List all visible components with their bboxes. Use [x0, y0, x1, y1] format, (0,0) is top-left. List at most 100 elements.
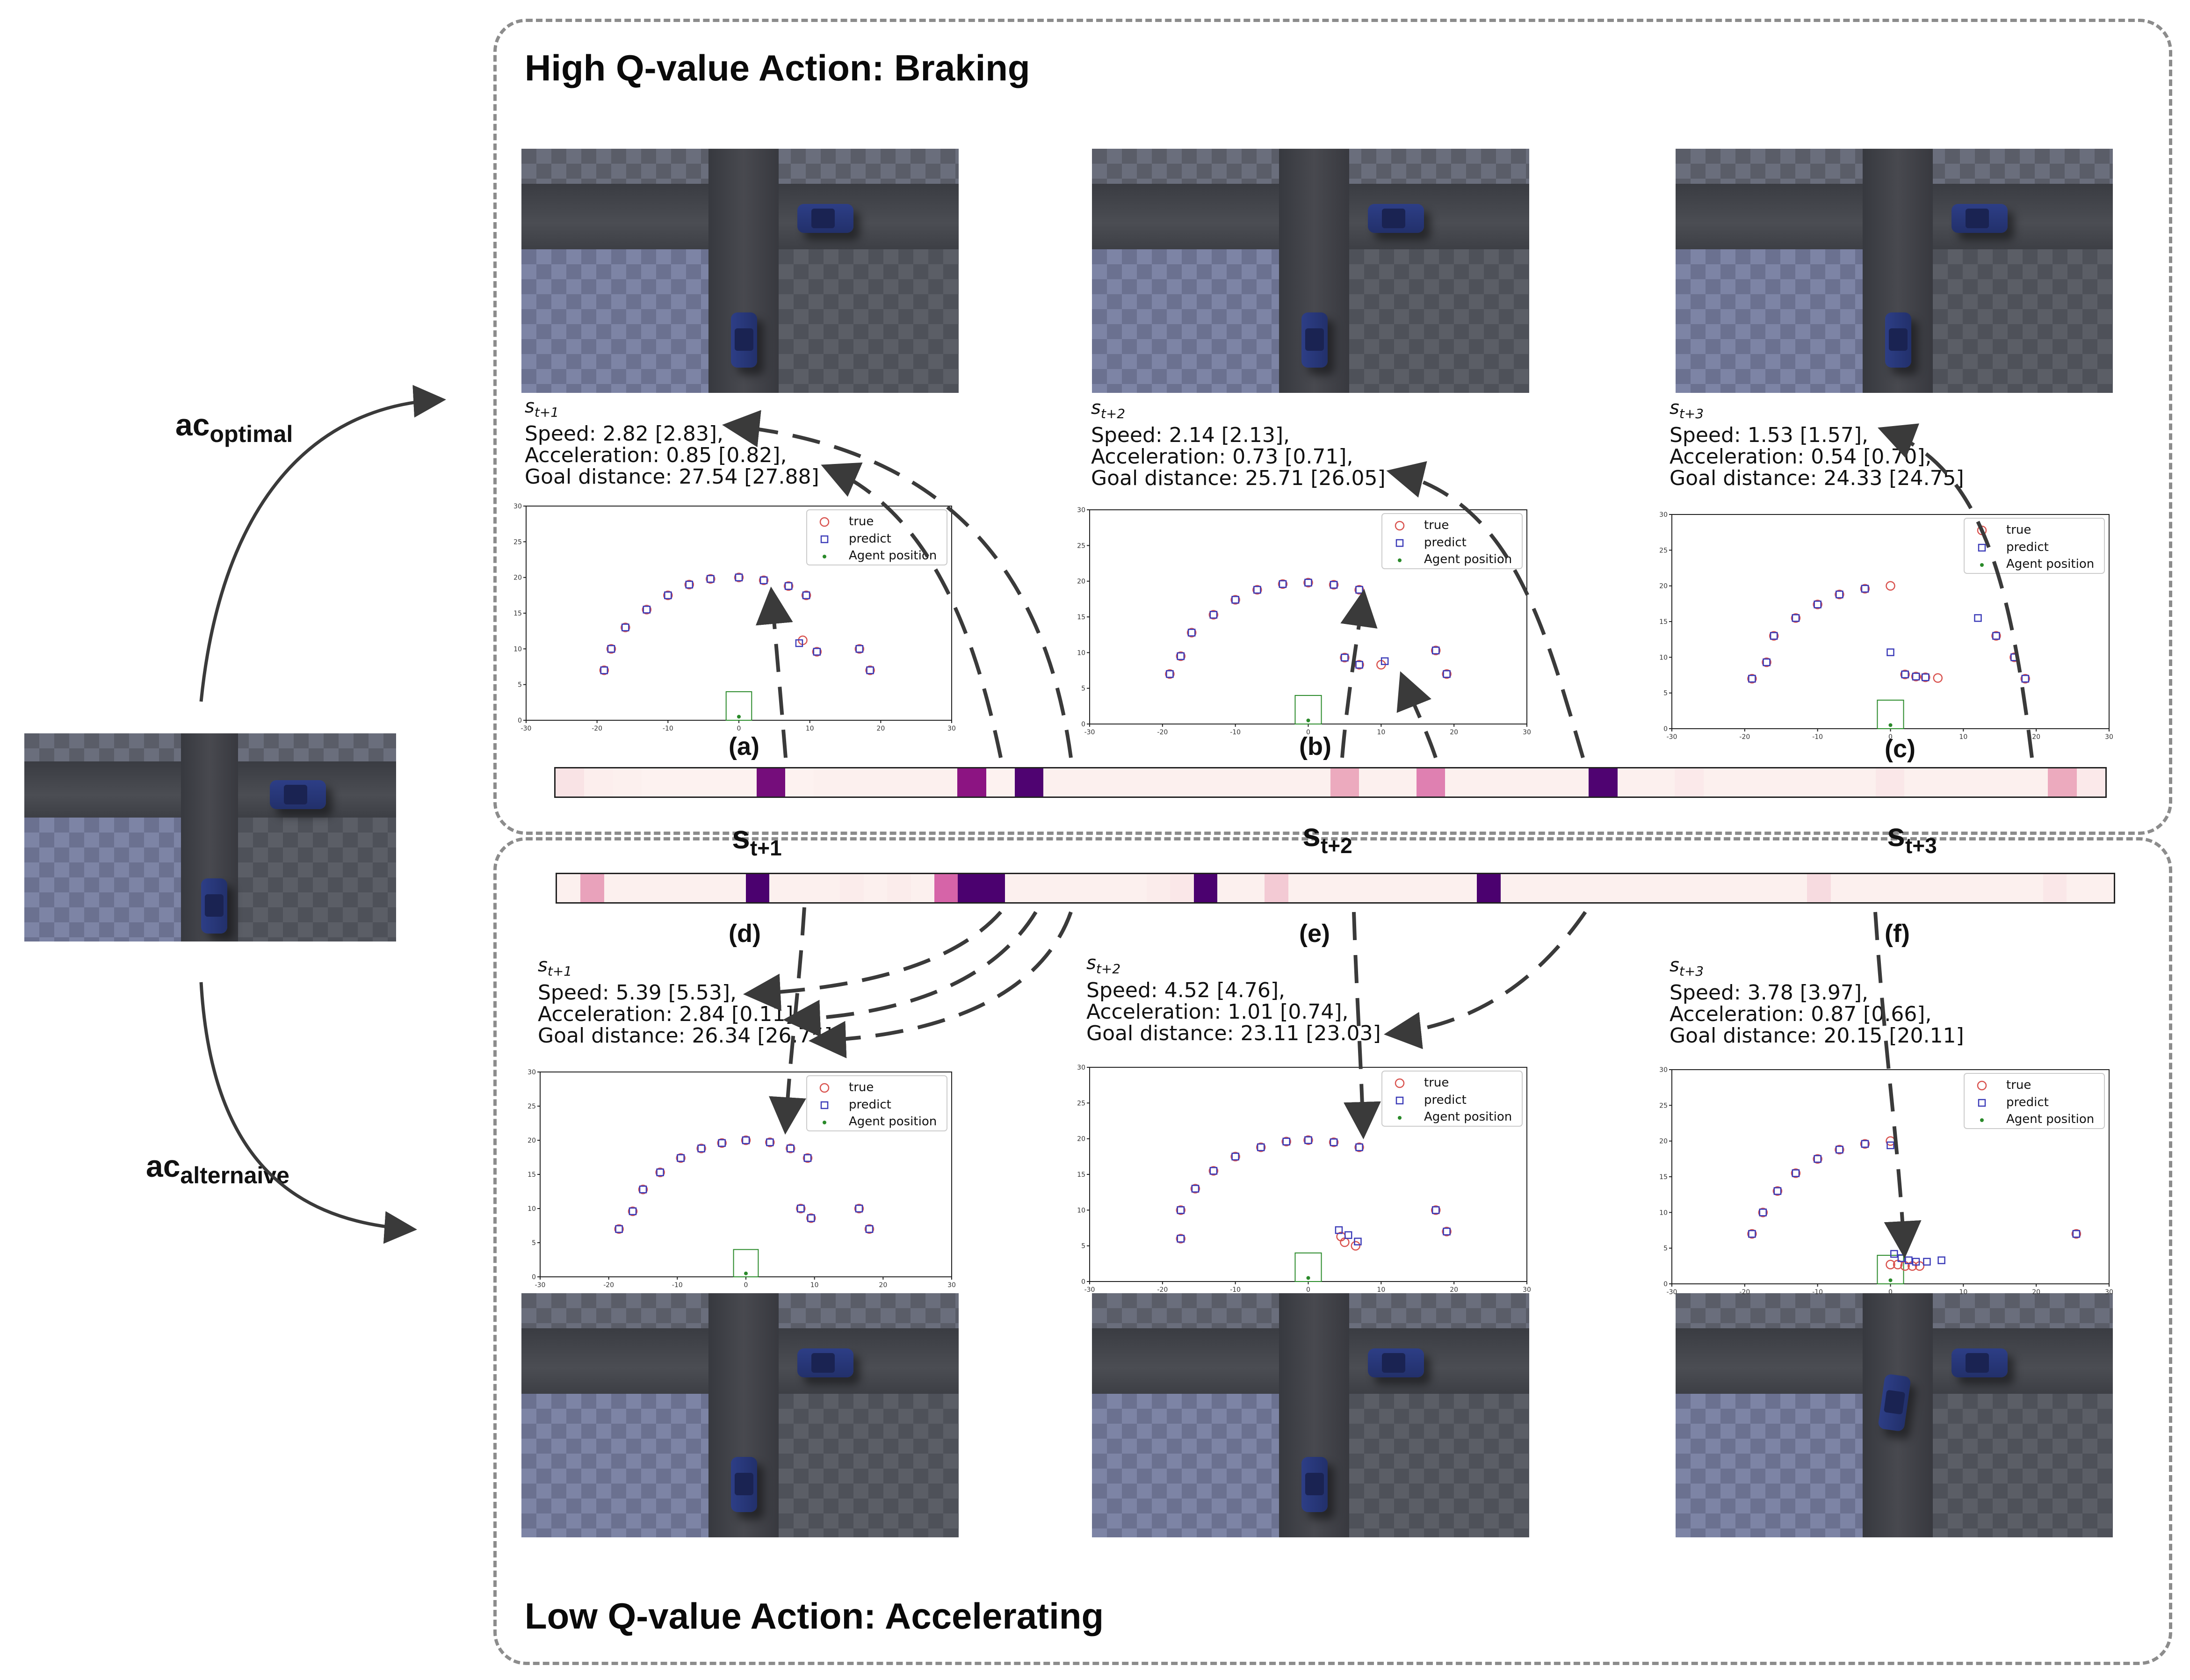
agent-box [725, 691, 752, 721]
true-point [1303, 1135, 1313, 1145]
predict-point [797, 1204, 805, 1213]
x-tick-label: -30 [1667, 733, 1677, 741]
attention-cell [1524, 874, 1548, 902]
predict-point [1257, 1143, 1265, 1151]
attention-cell [613, 768, 642, 797]
acceleration-value: Acceleration: 0.73 [0.71], [1091, 445, 1353, 469]
attention-cell [1123, 874, 1147, 902]
legend-label-agent: Agent position [1424, 1110, 1512, 1124]
y-tick-label: 20 [513, 574, 522, 582]
dashed-arrow [1396, 671, 1438, 759]
true-point [1176, 1234, 1186, 1244]
y-tick-label: 25 [528, 1103, 536, 1110]
predict-point [803, 1154, 812, 1162]
true-point [1886, 581, 1895, 591]
true-point [1758, 1208, 1768, 1217]
attention-cell [1618, 874, 1642, 902]
checker-tile [1676, 1394, 1863, 1537]
attention-cell [1146, 874, 1171, 902]
y-tick-label: 15 [513, 610, 522, 617]
predict-point [718, 1139, 726, 1147]
true-point [1186, 628, 1197, 637]
scene-image-d [521, 1293, 959, 1537]
attention-cell [1453, 874, 1477, 902]
attention-cell [1158, 768, 1187, 797]
high-q-title: High Q-value Action: Braking [525, 47, 1030, 88]
predict-point [759, 576, 768, 585]
state-subscript: t+3 [1679, 963, 1704, 979]
state-symbol: s [1670, 397, 1679, 419]
attention-cell [1215, 768, 1245, 797]
attention-cell [698, 874, 723, 902]
predict-point [787, 1144, 795, 1152]
true-point [1860, 584, 1870, 594]
x-tick-label: -10 [672, 1282, 683, 1289]
x-tick-label: -30 [535, 1282, 546, 1289]
dashed-arrow [1340, 589, 1378, 758]
panel-label-e: (e) [1299, 920, 1330, 948]
x-tick-label: 30 [1523, 729, 1531, 736]
legend-label-predict: predict [849, 1098, 891, 1112]
attention-cell [2043, 874, 2067, 902]
y-tick-label: 0 [1663, 1281, 1668, 1288]
attention-cell [1933, 768, 1962, 797]
y-tick-label: 25 [1659, 547, 1668, 554]
attention-cell [1265, 874, 1289, 902]
legend-true-marker [819, 517, 830, 527]
predict-point [1992, 632, 2000, 640]
car-icon [1301, 1457, 1328, 1512]
state-label-base: s [1302, 817, 1321, 853]
legend-agent-marker [823, 555, 826, 558]
legend-label-true: true [2006, 523, 2031, 537]
attention-cell [1854, 874, 1879, 902]
panel-label-a: (a) [729, 732, 759, 760]
true-point [676, 1153, 686, 1163]
predict-point [1886, 648, 1894, 656]
true-point [1747, 1229, 1757, 1239]
predict-point [1431, 1206, 1440, 1214]
attention-bar-top [554, 767, 2107, 798]
alternative-action-arrow [199, 982, 417, 1244]
attention-cell [1072, 768, 1101, 797]
y-tick-label: 0 [1663, 725, 1668, 733]
agent-point [744, 1271, 748, 1275]
legend-predict-marker [820, 535, 829, 543]
state-label-base: s [1887, 817, 1905, 853]
acceleration-value: Acceleration: 0.87 [0.66], [1670, 1002, 1932, 1026]
attention-cell [1646, 768, 1675, 797]
true-point [599, 665, 609, 675]
true-point [1762, 657, 1771, 667]
x-tick-label: 30 [947, 725, 956, 732]
y-tick-label: 0 [1081, 721, 1085, 728]
y-tick-label: 20 [1659, 583, 1668, 590]
attention-cell [1052, 874, 1077, 902]
x-tick-label: -30 [1667, 1289, 1677, 1296]
stats-c: st+3 Speed: 1.53 [1.57], Acceleration: 0… [1670, 397, 1964, 489]
state-subscript: t+2 [1100, 406, 1126, 421]
state-subscript: t+1 [534, 405, 559, 420]
true-point [741, 1135, 751, 1145]
legend-agent-marker [1398, 558, 1402, 562]
true-point [1230, 1151, 1240, 1162]
attention-cell [1760, 874, 1784, 902]
true-point [865, 665, 875, 675]
x-tick-label: -20 [1157, 729, 1168, 736]
legend-agent-marker [823, 1121, 826, 1124]
attention-cell [793, 874, 817, 902]
attention-cell [816, 874, 840, 902]
attention-cell [1406, 874, 1430, 902]
agent-box [1294, 695, 1322, 724]
predict-point [1209, 611, 1218, 619]
predict-point [1231, 1152, 1239, 1161]
attention-cell [1244, 768, 1273, 797]
x-tick-label: 30 [2105, 1289, 2113, 1296]
panel-label-d: (d) [729, 920, 761, 948]
y-tick-label: 5 [1663, 1245, 1668, 1253]
action-optimal-label: acoptimal [175, 407, 293, 448]
true-point [628, 1206, 638, 1217]
legend-predict-marker [820, 1101, 829, 1109]
attention-cell [1241, 874, 1265, 902]
predict-point [1279, 580, 1287, 588]
attention-cell [1193, 874, 1218, 902]
true-point [1813, 600, 1822, 609]
